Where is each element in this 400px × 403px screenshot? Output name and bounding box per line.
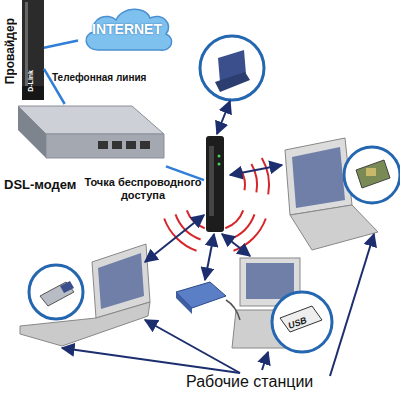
device-callouts [29, 36, 400, 352]
illustration-part [62, 348, 240, 373]
illustration-part [217, 101, 230, 134]
node-label: Точка беспроводного доступа [84, 176, 202, 202]
group-label: Рабочие станции [186, 373, 313, 391]
illustration-part [285, 138, 352, 215]
illustration-part [145, 320, 240, 373]
callout-devices [40, 50, 390, 332]
illustration-part [290, 205, 378, 250]
cable-connector [44, 40, 78, 47]
illustration-part [218, 163, 221, 166]
dsl-modem: DSL-модем [2, 104, 166, 170]
illustration-part [145, 215, 204, 262]
illustration-part [272, 292, 332, 352]
laptop-left [20, 244, 150, 346]
node-label: Провайдер [3, 18, 17, 84]
illustration-part [330, 234, 374, 376]
illustration-part [344, 147, 400, 203]
wireless-access-point: Точка беспроводного доступа [204, 136, 226, 232]
illustration-part [251, 164, 257, 192]
illustration-part [112, 141, 122, 149]
illustration-part [230, 165, 282, 175]
illustration-part [356, 160, 390, 188]
usb-modem [176, 282, 240, 320]
illustration-part [292, 147, 345, 208]
illustration-part [222, 234, 250, 256]
illustration-part [176, 292, 192, 314]
cable-connector [166, 166, 204, 180]
illustration-part [246, 263, 294, 299]
illustration-part [204, 136, 226, 232]
illustration-part [126, 141, 136, 149]
illustration-part [29, 265, 83, 319]
illustration-part [366, 168, 376, 176]
illustration-part [98, 253, 144, 309]
illustration-part [218, 155, 221, 158]
illustration-part [262, 352, 268, 370]
illustration-part [229, 214, 254, 239]
edge-label: Телефонная линия [52, 72, 146, 83]
illustration-part [22, 0, 44, 100]
illustration-part [140, 141, 150, 149]
illustration-part [60, 281, 74, 293]
illustration-part [46, 134, 164, 158]
illustration-part [215, 72, 250, 92]
illustration-part [98, 141, 108, 149]
illustration-part [2, 104, 166, 170]
illustration-part [18, 106, 46, 158]
illustration-part [226, 300, 240, 320]
illustration-part [209, 146, 214, 216]
node-label: DSL-модем [4, 177, 76, 192]
illustration-part [206, 136, 224, 232]
illustration-part [205, 234, 214, 280]
illustration-part [40, 282, 74, 306]
illustration-part [280, 306, 322, 332]
illustration-part [225, 210, 243, 228]
brand-label: D-Link [27, 70, 34, 92]
illustration-part [200, 36, 264, 100]
illustration-part [262, 158, 269, 194]
node-label: INTERNET [78, 21, 176, 37]
internet-cloud: INTERNET [78, 4, 176, 56]
